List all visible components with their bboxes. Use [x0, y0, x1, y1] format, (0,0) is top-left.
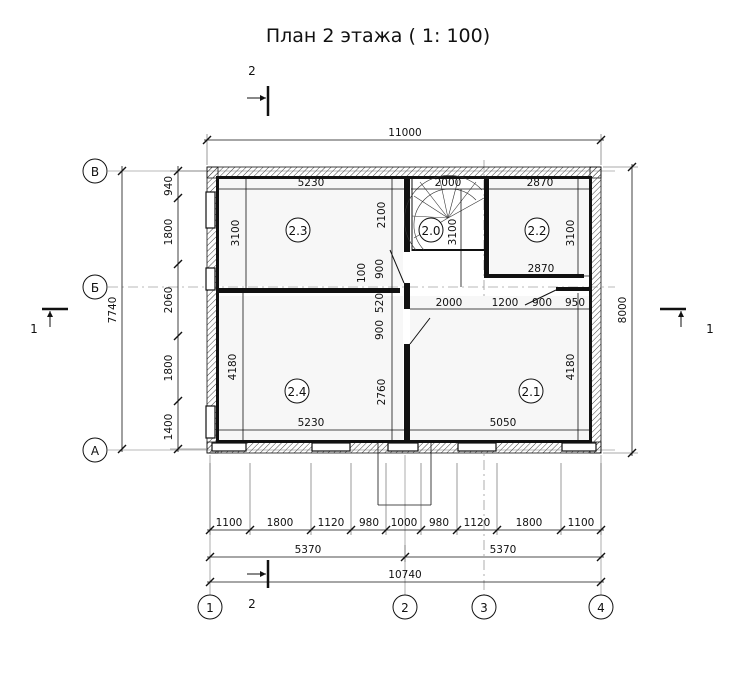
dim-bottom-3: 1120	[318, 517, 345, 529]
dim-overall-top: 11000	[388, 127, 421, 139]
axis-label-3: 3	[480, 601, 488, 615]
floor-tint	[219, 178, 592, 442]
dim-r21-width: 5050	[490, 417, 517, 429]
dim-520: 520	[374, 293, 386, 313]
section-label-left: 1	[30, 322, 38, 336]
axis-bubble-a: А	[82, 437, 108, 463]
dim-stair-right-h: 3100	[447, 219, 459, 246]
dim-stair-width: 2000	[435, 177, 462, 189]
dim-left-total: 7740	[107, 297, 119, 324]
dim-bottom-2: 1800	[267, 517, 294, 529]
section-mark-1-right: 1	[660, 307, 714, 336]
room-tag-2-3: 2.3	[285, 217, 311, 243]
dim-900-c: 900	[532, 297, 552, 309]
dim-r22-height: 3100	[565, 220, 577, 247]
section-mark-1-left: 1	[30, 307, 68, 336]
dim-bottom-half-left: 5370	[295, 544, 322, 556]
dim-r24-width: 5230	[298, 417, 325, 429]
dim-bottom-4: 980	[359, 517, 379, 529]
dim-left-5: 1400	[163, 414, 175, 441]
dim-bottom-9: 1100	[568, 517, 595, 529]
dim-right-total: 8000	[617, 297, 629, 324]
room-tag-2-4: 2.4	[284, 378, 310, 404]
outer-dimension-lines	[117, 134, 638, 587]
dim-left-2: 1800	[163, 219, 175, 246]
dim-950: 950	[565, 297, 585, 309]
dim-bottom-8: 1800	[516, 517, 543, 529]
dim-1200: 1200	[492, 297, 519, 309]
room-tag-2-1: 2.1	[518, 378, 544, 404]
dim-bottom-1: 1100	[216, 517, 243, 529]
axis-bubble-v: В	[82, 158, 108, 184]
dim-r23-height: 3100	[230, 220, 242, 247]
axis-bubble-4: 4	[588, 594, 614, 620]
dim-bottom-half-right: 5370	[490, 544, 517, 556]
room-label-2-4: 2.4	[287, 385, 306, 399]
section-label-right: 1	[706, 322, 714, 336]
dim-100: 100	[356, 263, 368, 283]
dim-bottom-7: 1120	[464, 517, 491, 529]
room-tag-2-2: 2.2	[524, 217, 550, 243]
axis-bubble-2: 2	[392, 594, 418, 620]
dim-left-1: 940	[163, 176, 175, 196]
axis-label-4: 4	[597, 601, 605, 615]
dim-r21-height: 4180	[565, 354, 577, 381]
axis-bubble-b: Б	[82, 274, 108, 300]
section-mark-2-bottom: 2	[247, 560, 270, 611]
axis-label-2: 2	[401, 601, 409, 615]
room-label-2-0: 2.0	[421, 224, 440, 238]
dim-r24-height: 4180	[227, 354, 239, 381]
room-tag-2-0: 2.0	[418, 217, 444, 243]
axis-bubble-1: 1	[197, 594, 223, 620]
plan-title: План 2 этажа ( 1: 100)	[266, 25, 490, 47]
room-label-2-1: 2.1	[521, 385, 540, 399]
dim-bottom-5: 1000	[391, 517, 418, 529]
axis-label-1: 1	[206, 601, 214, 615]
dim-r22-width-top: 2870	[527, 177, 554, 189]
section-mark-2-top: 2	[247, 64, 270, 116]
room-label-2-3: 2.3	[288, 224, 307, 238]
dim-r23-width: 5230	[298, 177, 325, 189]
windows	[205, 191, 597, 452]
dim-left-4: 1800	[163, 355, 175, 382]
section-label-top: 2	[248, 64, 256, 78]
axis-label-a: А	[91, 444, 100, 458]
axis-label-b: Б	[91, 281, 99, 295]
section-label-bottom: 2	[248, 597, 256, 611]
dim-corridor-width: 2000	[436, 297, 463, 309]
dim-900-b: 900	[374, 320, 386, 340]
dim-900-a: 900	[374, 259, 386, 279]
dim-left-3: 2060	[163, 287, 175, 314]
dim-r22-width-bottom: 2870	[528, 263, 555, 275]
dim-bottom-6: 980	[429, 517, 449, 529]
axis-bubble-3: 3	[471, 594, 497, 620]
axis-label-v: В	[91, 165, 99, 179]
dim-r24-side: 2760	[376, 379, 388, 406]
dim-stair-left-h: 2100	[376, 202, 388, 229]
inner-dimension-lines	[217, 179, 589, 506]
room-label-2-2: 2.2	[527, 224, 546, 238]
dim-bottom-total: 10740	[388, 569, 421, 581]
